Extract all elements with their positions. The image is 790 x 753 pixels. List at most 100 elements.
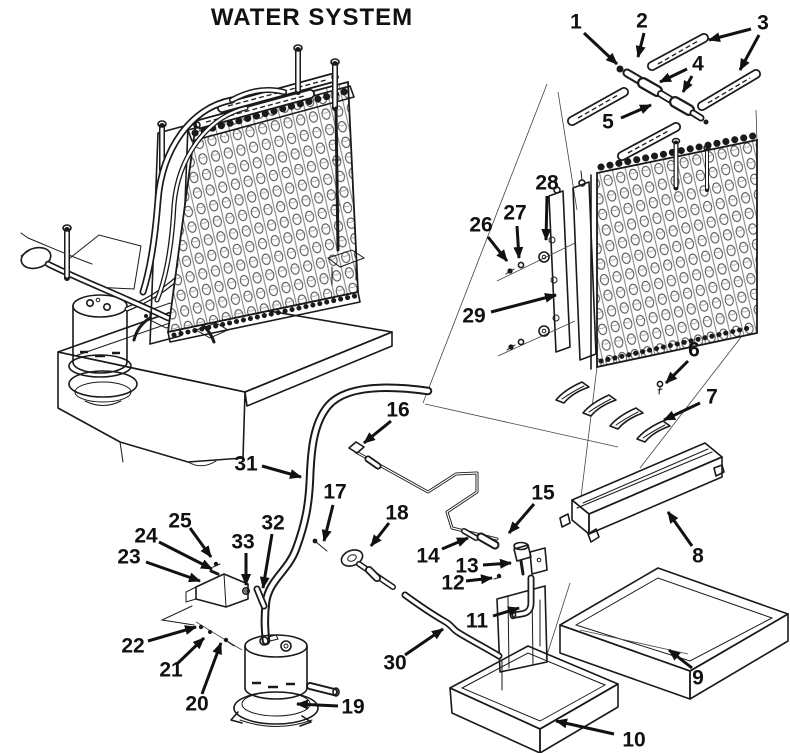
water-line-part <box>478 534 498 548</box>
pump-outlet-fittings-part <box>403 593 501 658</box>
left-base-part <box>187 460 217 467</box>
spray-bar <box>697 69 761 111</box>
callout-label-19: 19 <box>341 696 364 719</box>
callout-label-28: 28 <box>535 172 559 195</box>
callout-arrow-9 <box>668 648 693 670</box>
projection-lines-part <box>545 582 571 659</box>
manifold-fittings-part <box>624 70 642 83</box>
callout-arrow-12 <box>465 574 493 585</box>
left-evaporator <box>149 80 361 345</box>
callout-arrow-15 <box>507 503 536 534</box>
manifold-fittings-part <box>639 79 661 95</box>
left-pump-motor-part <box>74 381 132 403</box>
water-pump-part <box>239 719 313 727</box>
fastener-row-lower-part <box>497 320 576 357</box>
callout-label-32: 32 <box>261 512 284 535</box>
callout-arrow-4 <box>681 75 694 93</box>
left-pump-motor-part <box>103 302 112 311</box>
callout-arrow-27 <box>513 225 524 259</box>
water-pump-part <box>308 684 336 694</box>
left-base <box>57 299 393 467</box>
manifold-fittings-part <box>671 98 693 114</box>
callout-label-25: 25 <box>168 510 192 533</box>
water-trough-part <box>582 448 709 504</box>
left-base-part <box>57 351 246 463</box>
left-hoses-part <box>141 98 234 294</box>
manifold-fittings-part <box>658 91 674 103</box>
callout-arrow-2 <box>635 32 646 58</box>
left-tube-assembly <box>20 232 172 322</box>
water-valve-assembly-part <box>493 576 502 580</box>
callout-label-24: 24 <box>134 525 158 548</box>
callout-arrow-18 <box>369 522 391 547</box>
left-tube-assembly-part <box>20 249 31 257</box>
callout-label-6: 6 <box>688 339 700 362</box>
manifold-fittings-part <box>703 119 709 125</box>
flanged-elbow-18 <box>340 549 364 567</box>
mounting-bracket-part <box>227 641 235 647</box>
water-pump-part <box>280 640 292 652</box>
projection-lines-part <box>755 109 758 143</box>
plate-standpipes-part <box>703 145 711 151</box>
callout-label-9: 9 <box>692 667 704 690</box>
diagram-title: WATER SYSTEM <box>211 4 413 31</box>
water-pump-part <box>252 681 295 689</box>
left-pump-motor-part <box>86 298 95 307</box>
fastener-row-upper-part <box>541 254 547 260</box>
water-pump-part <box>332 687 340 697</box>
callout-label-3: 3 <box>757 12 769 35</box>
callout-arrow-17 <box>321 504 335 542</box>
pump-outlet-fittings-part <box>347 554 357 562</box>
callout-label-7: 7 <box>706 386 718 409</box>
callout-arrow-11 <box>492 606 520 618</box>
water-valve-assembly-part <box>513 576 533 617</box>
left-evaporator-part <box>149 124 189 345</box>
water-line-part <box>355 451 498 540</box>
fastener-row-lower-part <box>538 325 550 337</box>
side-frames-part <box>548 236 556 244</box>
left-assembly <box>20 44 393 467</box>
callout-label-14: 14 <box>416 545 440 568</box>
left-tube-assembly-part <box>20 246 52 270</box>
projection-lines-part <box>639 331 746 469</box>
callout-arrow-3 <box>738 34 761 71</box>
callout-arrow-4 <box>659 67 688 84</box>
manifold-fittings-part <box>691 111 703 120</box>
callout-arrow-8 <box>666 511 694 547</box>
fastener-row-upper-part <box>496 242 576 282</box>
mounting-bracket-part <box>195 621 243 651</box>
callout-arrow-20 <box>200 642 223 695</box>
right-evaporator-plates-part <box>596 138 758 369</box>
mounting-bracket-part <box>160 605 195 626</box>
pump-outlet-fittings-part <box>366 567 380 581</box>
deflectors-part-part <box>642 424 666 439</box>
left-standpipes-part <box>157 120 167 128</box>
left-pump-motor-part <box>72 305 128 363</box>
left-hoses-part <box>155 106 248 302</box>
water-valve-assembly-part <box>536 557 542 563</box>
left-pump-motor-part <box>68 354 132 378</box>
callout-arrow-14 <box>441 536 469 551</box>
callout-arrow-19 <box>296 699 339 710</box>
side-frames-part <box>580 170 583 181</box>
left-pump-motor-part <box>95 297 101 303</box>
mounting-bracket-part <box>212 563 221 568</box>
left-valve-parts-part <box>132 316 152 342</box>
pump-hose-part <box>255 587 266 608</box>
callout-label-5: 5 <box>602 111 614 134</box>
callout-arrow-28 <box>541 195 552 241</box>
water-pump-part <box>244 687 308 700</box>
deflectors <box>555 381 671 443</box>
callout-label-11: 11 <box>466 610 489 633</box>
left-hoses-part <box>230 88 286 102</box>
callout-arrow-25 <box>188 527 213 558</box>
pump-hose-part <box>244 589 248 593</box>
sump-reservoir-part <box>449 687 541 753</box>
water-pump-part <box>267 634 279 642</box>
left-tube-assembly-part <box>69 234 142 290</box>
callout-label-27: 27 <box>503 202 526 225</box>
water-valve-assembly <box>493 541 548 620</box>
spray-bar-part <box>707 77 751 104</box>
water-pump-part <box>283 643 289 649</box>
